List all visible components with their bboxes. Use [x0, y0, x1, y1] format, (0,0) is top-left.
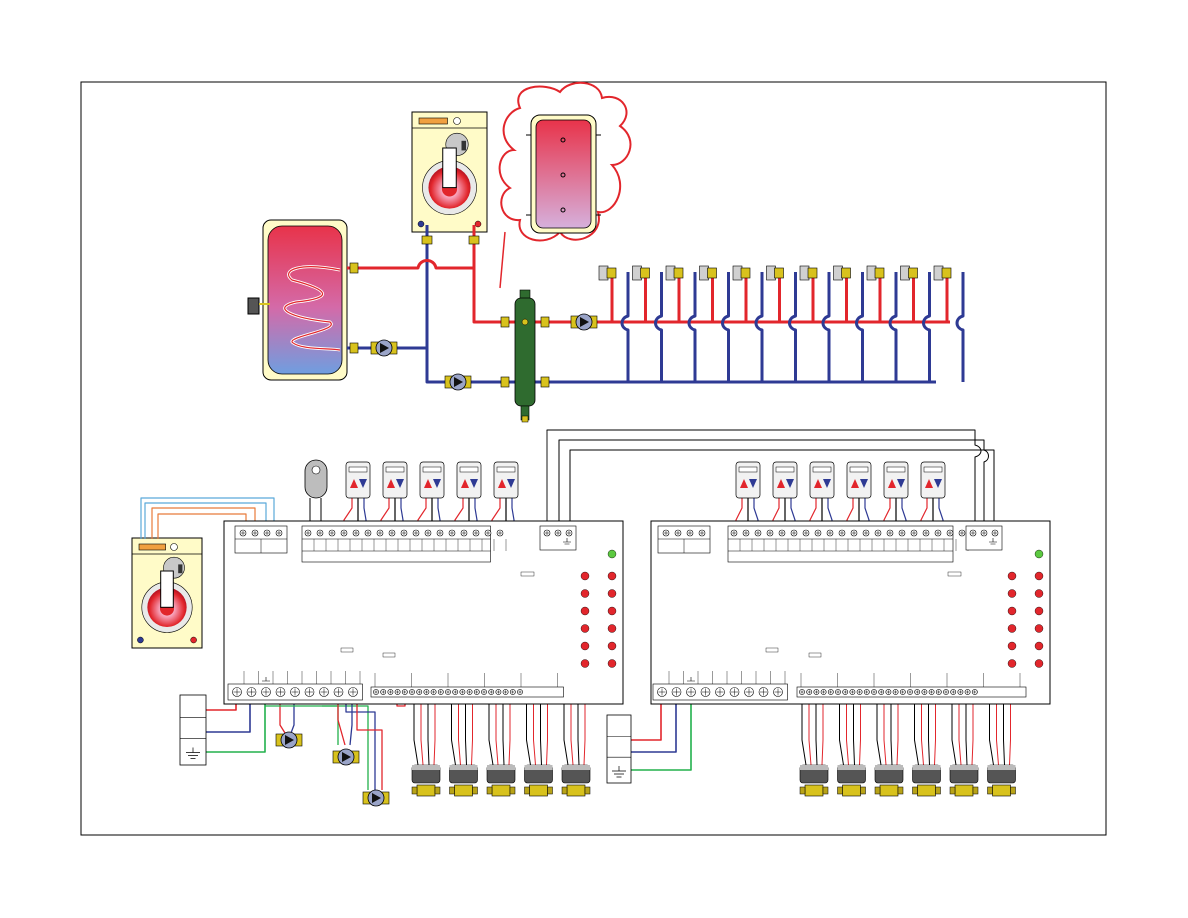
- thermostat-icon: [810, 462, 834, 498]
- zone-led: [1008, 590, 1016, 598]
- zone-valve-actuator-icon: [525, 765, 553, 796]
- zone-valve-actuator-icon: [913, 765, 941, 796]
- comm-terminal-block: [540, 526, 576, 550]
- zone-led: [1035, 660, 1043, 668]
- zone-valve-icon: [901, 266, 918, 280]
- thermostat-icon: [494, 462, 518, 498]
- pipe-union-icon: [350, 343, 358, 353]
- power-led: [608, 550, 616, 558]
- zone-valve-actuator-icon: [487, 765, 515, 796]
- dip-switch: [341, 648, 353, 652]
- zone-valve-actuator-icon: [412, 765, 440, 796]
- zone-led: [1035, 590, 1043, 598]
- zone-valve-icon: [834, 266, 851, 280]
- zone-valve-icon: [934, 266, 951, 280]
- zone-led: [608, 625, 616, 633]
- dip-switch: [383, 653, 395, 657]
- pipe-union-icon: [350, 263, 358, 273]
- zone-valve-icon: [666, 266, 683, 280]
- boiler-icon: [412, 112, 487, 232]
- thermostat-icon: [346, 462, 370, 498]
- dip-switch: [948, 572, 961, 576]
- thermostat-icon: [921, 462, 945, 498]
- zone-led: [1008, 607, 1016, 615]
- zone-valve-icon: [800, 266, 817, 280]
- pipe-union-icon: [422, 236, 432, 244]
- zone-valve-actuator-icon: [562, 765, 590, 796]
- zone-led: [581, 590, 589, 598]
- buffer-tank-icon: [526, 115, 601, 233]
- zone-led: [1008, 642, 1016, 650]
- zone-led: [1035, 642, 1043, 650]
- thermostat-icon: [773, 462, 797, 498]
- circulator-pump-icon: [371, 340, 397, 356]
- outdoor-sensor-icon: [305, 460, 327, 498]
- thermostat-icon: [736, 462, 760, 498]
- thermostat-icon: [383, 462, 407, 498]
- zone-led: [1008, 572, 1016, 580]
- zone-led: [1035, 607, 1043, 615]
- zone-led: [608, 590, 616, 598]
- buffer-tank-callout: [500, 83, 631, 288]
- hydraulic-separator-icon: [515, 290, 535, 422]
- zone-valve-actuator-icon: [875, 765, 903, 796]
- pipe-union-icon: [541, 377, 549, 387]
- zone-led: [581, 642, 589, 650]
- zone-valve-icon: [867, 266, 884, 280]
- zone-led: [581, 572, 589, 580]
- boiler-icon: [132, 538, 202, 648]
- power-led: [1035, 550, 1043, 558]
- thermostat-icon: [847, 462, 871, 498]
- zone-led: [1035, 572, 1043, 580]
- zone-led: [608, 642, 616, 650]
- hydronic-piping: [347, 225, 963, 390]
- circulator-pump-icon: [276, 732, 302, 748]
- tank-sensor-icon: [248, 298, 259, 314]
- zone-valve-actuator-icon: [800, 765, 828, 796]
- circulator-pump-icon: [363, 790, 389, 806]
- zone-led: [608, 572, 616, 580]
- circulator-pump-icon: [333, 749, 359, 765]
- zone-led: [1008, 625, 1016, 633]
- zone-valve-icon: [599, 266, 616, 280]
- zone-valve-actuator-icon: [450, 765, 478, 796]
- thermostat-icon: [457, 462, 481, 498]
- power-supply-icon: [607, 715, 631, 783]
- zone-valve-actuator-icon: [988, 765, 1016, 796]
- power-supply-icon: [180, 695, 206, 765]
- thermostat-icon: [884, 462, 908, 498]
- comm-terminal-block: [966, 526, 1002, 550]
- pipe-union-icon: [541, 317, 549, 327]
- zone-led: [581, 625, 589, 633]
- zone-valve-icon: [733, 266, 750, 280]
- zone-led: [581, 660, 589, 668]
- zone-valve-actuator-icon: [838, 765, 866, 796]
- zone-led: [1008, 660, 1016, 668]
- zone-led: [608, 660, 616, 668]
- zone-valve-icon: [700, 266, 717, 280]
- zone-valve-actuator-icon: [950, 765, 978, 796]
- zone-valve-icon: [767, 266, 784, 280]
- zone-led: [1035, 625, 1043, 633]
- pipe-union-icon: [501, 317, 509, 327]
- zone-led: [608, 607, 616, 615]
- zone-controller-left: [224, 521, 623, 704]
- zone-valve-icon: [633, 266, 650, 280]
- dip-switch: [521, 572, 534, 576]
- thermostat-icon: [420, 462, 444, 498]
- dip-switch: [809, 653, 821, 657]
- indirect-water-heater-icon: [248, 220, 347, 380]
- circulator-pump-icon: [445, 374, 471, 390]
- zone-controller-right: [651, 521, 1050, 704]
- pipe-union-icon: [501, 377, 509, 387]
- pipe-union-icon: [469, 236, 479, 244]
- zone-led: [581, 607, 589, 615]
- dip-switch: [766, 648, 778, 652]
- circulator-pump-icon: [571, 314, 597, 330]
